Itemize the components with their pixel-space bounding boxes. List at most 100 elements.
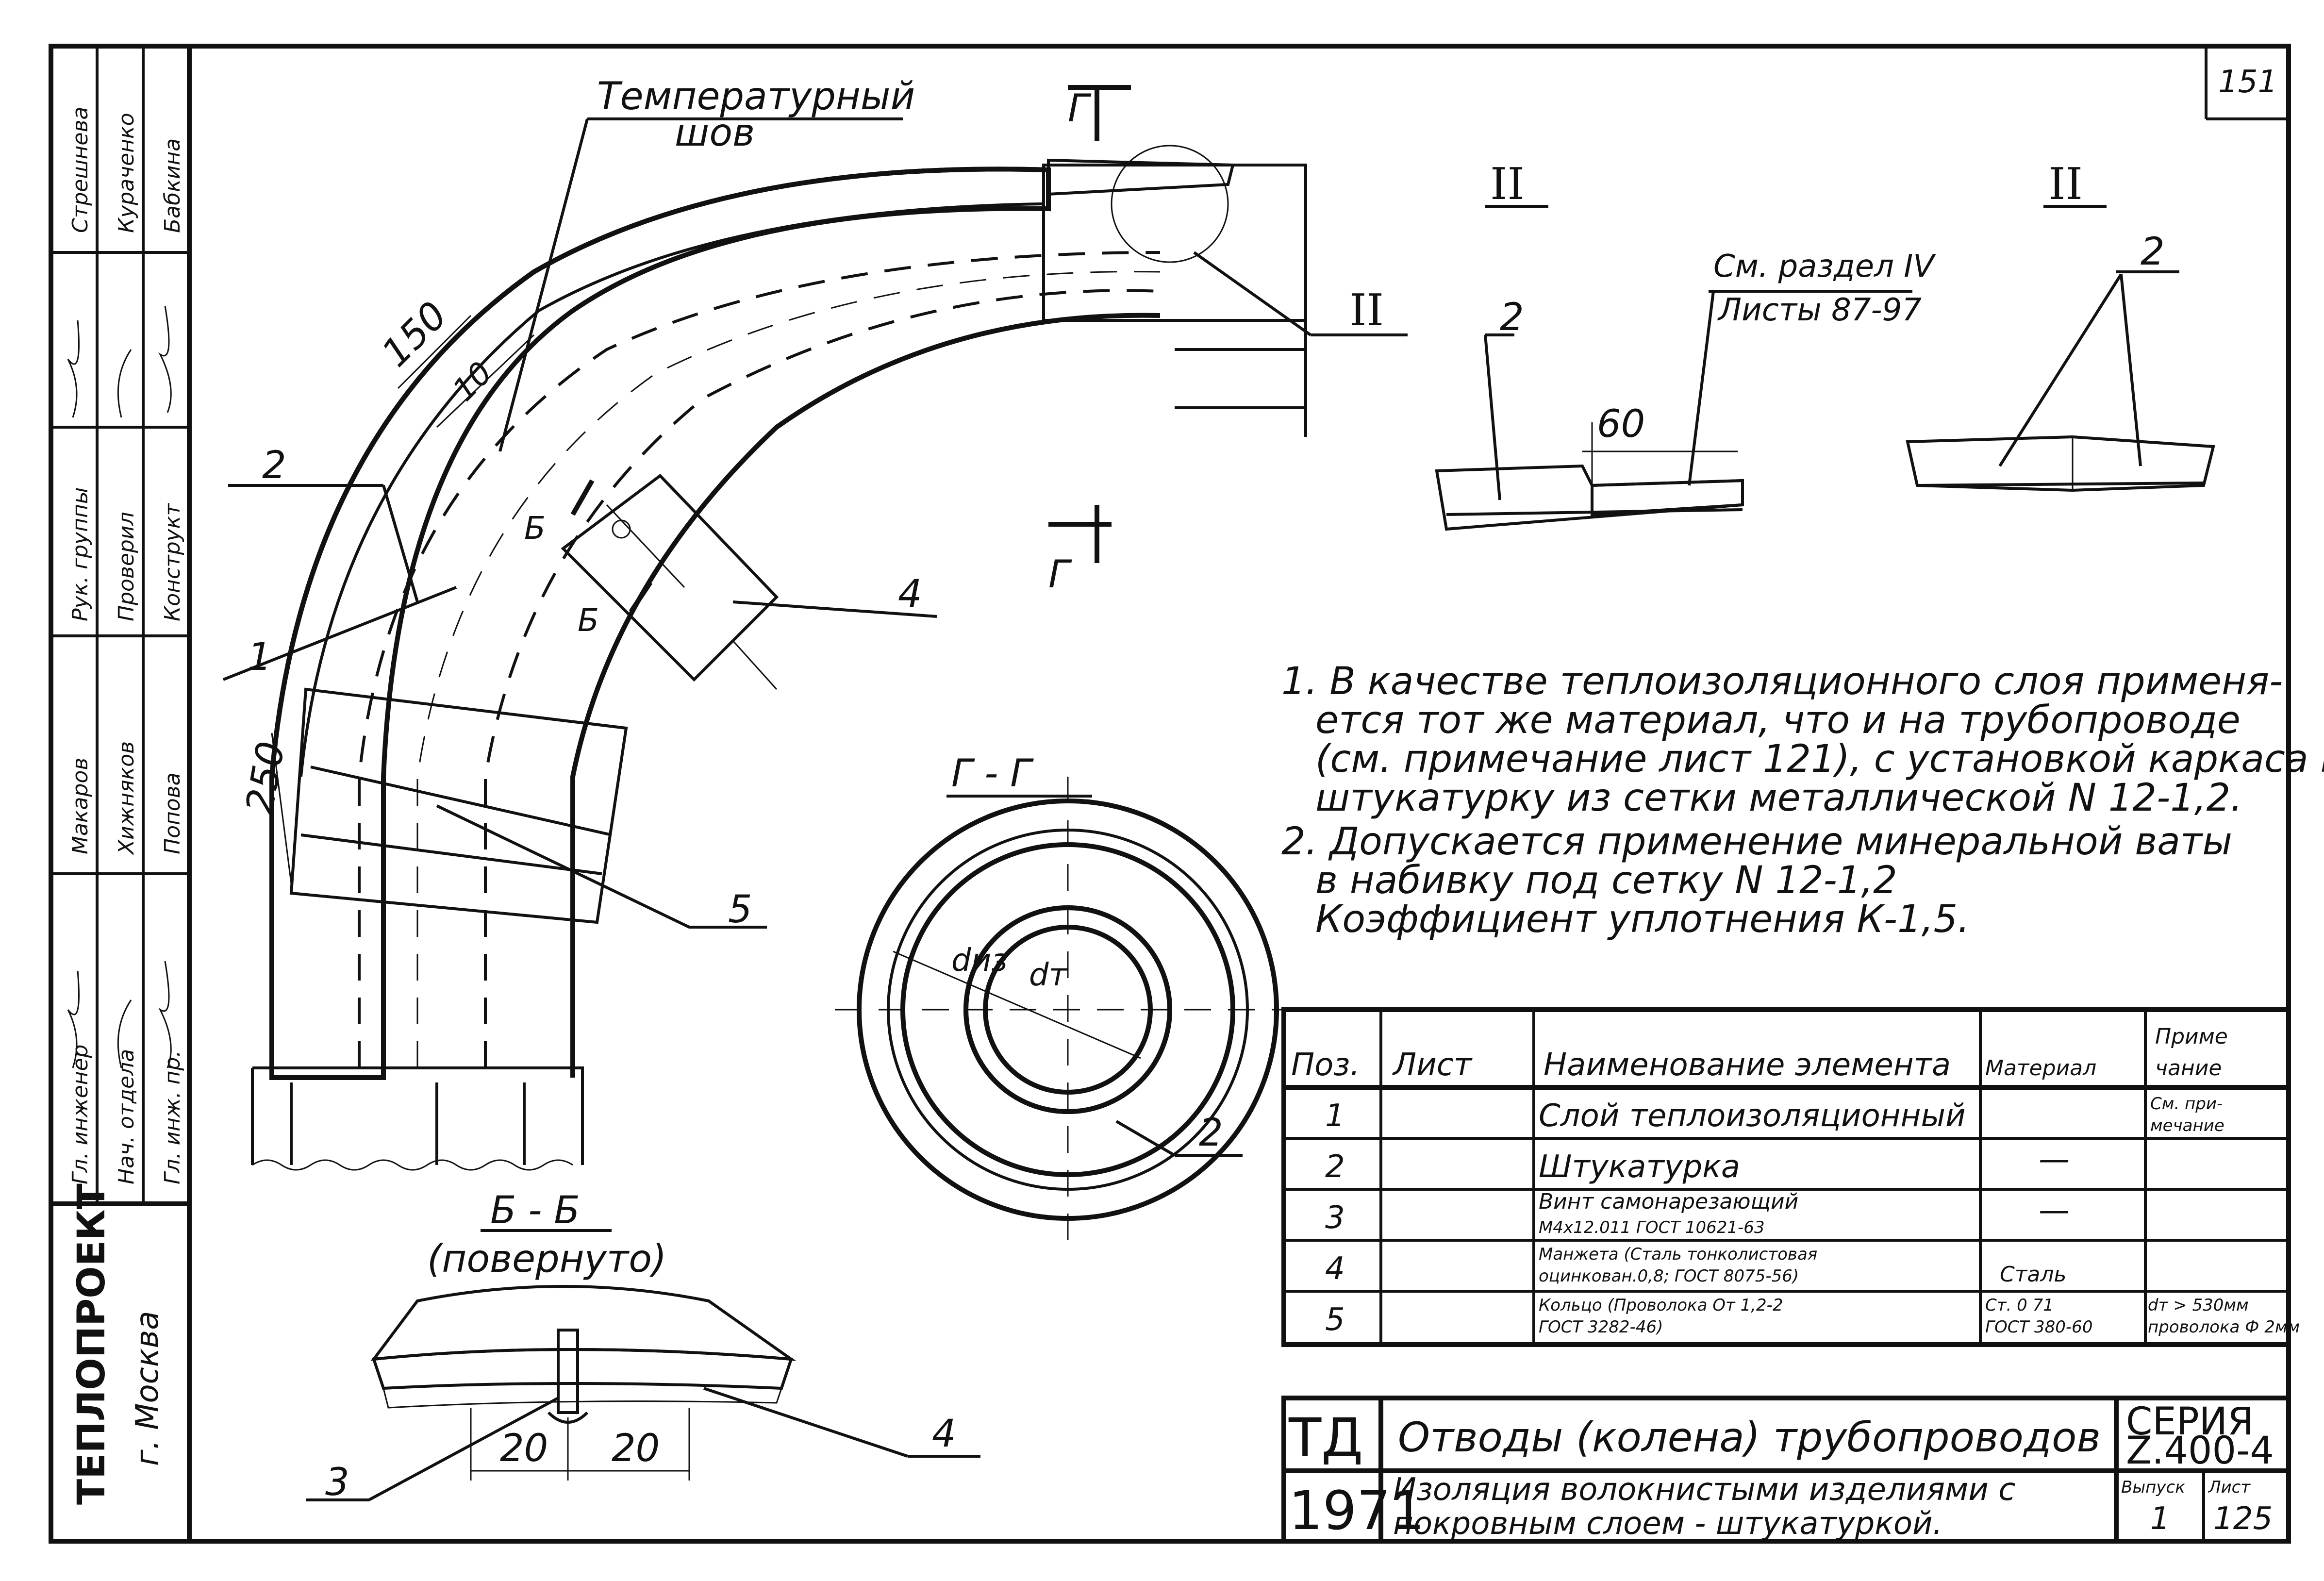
cuff (561, 474, 779, 682)
self-tapping-screw (557, 1329, 579, 1414)
mesh-area (289, 687, 628, 924)
section-bb-dim-right: 20 (612, 1427, 660, 1470)
name-popova: Попова (160, 772, 185, 854)
row4-pos: 4 (1325, 1251, 1345, 1287)
spec-table: Поз. Лист Наименование элемента Материал… (1281, 1007, 2300, 1347)
detail-ii-callout-circle (1111, 145, 1229, 263)
sheet-value: 125 (2213, 1501, 2273, 1537)
td-mark: ТД (1288, 1407, 1363, 1469)
dim-10: 10 (446, 355, 499, 408)
section-bb-title: Б - Б (490, 1189, 580, 1232)
issue-value: 1 (2150, 1501, 2170, 1537)
section-bb-pos-4: 4 (932, 1412, 956, 1456)
elbow-main-view: Б Б Температурный шов 150 10 2 1 250 5 4… (222, 75, 1408, 1171)
row3-pos: 3 (1325, 1200, 1345, 1236)
row3-name2: М4х12.011 ГОСТ 10621-63 (1539, 1218, 1765, 1237)
row5-note: dт > 530мм (2148, 1296, 2249, 1315)
row1-name: Слой теплоизоляционный (1539, 1098, 1966, 1134)
series-value: Z.400-4 (2126, 1429, 2274, 1473)
detail-ii-left: II 2 60 См. раздел IV Листы 87-97 (1435, 159, 1936, 531)
th-pos: Поз. (1291, 1047, 1360, 1083)
section-bb-pos-3: 3 (325, 1461, 349, 1504)
section-b-mark-top: Б (524, 511, 546, 547)
label-pos-2: 2 (262, 444, 286, 487)
th-note-1: Приме (2155, 1024, 2228, 1049)
issue-label: Выпуск (2121, 1478, 2185, 1497)
section-b-b: Б - Б (повернуто) 20 20 3 4 (306, 1189, 980, 1504)
section-g-g: Г - Г dиз dт 2 (835, 752, 1301, 1243)
section-g-mark-top: Г (1068, 87, 1092, 131)
detail-ii-callout: II (1349, 285, 1384, 336)
note-line-2: ется тот же материал, что и на трубопров… (1315, 699, 2241, 742)
ref-sheets: Листы 87-97 (1717, 292, 1922, 328)
d-pipe: dт (1029, 957, 1068, 993)
detail-right-title: II (2048, 159, 2083, 210)
row1-note2: мечание (2150, 1116, 2224, 1135)
signature-scribbles-2 (67, 961, 172, 1068)
sheet-number: 151 (2218, 64, 2277, 100)
name-kurachenko: Кураченко (114, 113, 139, 233)
note-line-4: штукатурку из сетки металлической N 12-1… (1315, 776, 2242, 820)
ref-section: См. раздел IV (1713, 249, 1936, 284)
organization-city: г. Москва (130, 1311, 166, 1466)
title-sub-1: Изоляция волокнистыми изделиями с (1393, 1472, 2015, 1508)
role-dept-head: Нач. отдела (114, 1049, 139, 1184)
section-g-mark-bottom: Г (1048, 553, 1072, 597)
note-line-3: (см. примечание лист 121), с установкой … (1315, 737, 2324, 781)
dim-60: 60 (1597, 402, 1645, 446)
row1-pos: 1 (1325, 1098, 1345, 1134)
role-checked: Проверил (114, 512, 139, 621)
row5-material: Ст. 0 71 (1985, 1296, 2054, 1315)
detail-ii-right: II 2 (1906, 159, 2215, 492)
row1-note: См. при- (2150, 1094, 2223, 1114)
name-makarov: Макаров (68, 758, 93, 854)
role-chief-project-engineer: Гл. инж. пр. (160, 1050, 185, 1184)
title-sub-2: покровным слоем - штукатуркой. (1393, 1506, 1942, 1542)
label-pos-5: 5 (728, 888, 752, 932)
year-mark: 1971 (1289, 1480, 1425, 1542)
row5-note2: проволока Ф 2мм (2148, 1317, 2300, 1337)
note-line-6: в набивку под сетку N 12-1,2 (1315, 859, 1897, 902)
note-line-5: 2. Допускается применение минеральной ва… (1281, 820, 2232, 864)
section-gg-title: Г - Г (951, 752, 1034, 796)
th-name: Наименование элемента (1544, 1047, 1951, 1083)
row4-name: Манжета (Сталь тонколистовая (1539, 1245, 1817, 1264)
outer-frame (49, 44, 2291, 1544)
role-group-head: Рук. группы (68, 487, 93, 621)
d-insulation: dиз (951, 943, 1008, 979)
row2-material: — (2039, 1142, 2070, 1178)
row4-material: Сталь (2000, 1262, 2066, 1287)
role-chief-engineer: Гл. инженер (68, 1045, 93, 1184)
organization-name: ТЕПЛОПРОЕКТ (70, 1183, 114, 1505)
row3-name: Винт самонарезающий (1539, 1189, 1798, 1214)
section-gg-pos-2: 2 (1199, 1111, 1223, 1155)
label-temperature-joint: Температурный (597, 75, 915, 118)
row5-name2: ГОСТ 3282-46) (1539, 1317, 1663, 1337)
role-designer: Конструкт (160, 503, 185, 621)
th-sheet: Лист (1392, 1047, 1473, 1083)
th-note-2: чание (2155, 1056, 2222, 1081)
name-khizhnyakov: Хижняков (114, 741, 139, 855)
row4-name2: оцинкован.0,8; ГОСТ 8075-56) (1539, 1266, 1799, 1286)
title-main: Отводы (колена) трубопроводов (1398, 1414, 2101, 1461)
signature-scribbles-1 (67, 305, 172, 418)
label-pos-1: 1 (248, 635, 272, 679)
note-line-7: Коэффициент уплотнения К-1,5. (1315, 898, 1970, 941)
th-material: Материал (1985, 1056, 2096, 1081)
row5-pos: 5 (1325, 1302, 1345, 1338)
label-pos-4: 4 (898, 572, 922, 616)
series-label: СЕРИЯ (2126, 1400, 2254, 1444)
section-bb-subtitle: (повернуто) (427, 1237, 666, 1281)
row5-name: Кольцо (Проволока От 1,2-2 (1539, 1296, 1783, 1315)
row2-name: Штукатурка (1539, 1149, 1740, 1185)
dim-250: 250 (238, 738, 293, 817)
row3-material: — (2039, 1193, 2070, 1229)
sheet-label: Лист (2208, 1478, 2251, 1497)
title-block: ТД 1971 Отводы (колена) трубопроводов Из… (1281, 1396, 2291, 1544)
name-babkina: Бабкина (160, 138, 185, 233)
section-bb-dim-left: 20 (500, 1427, 548, 1470)
dim-150: 150 (374, 294, 456, 376)
detail-left-pos-2: 2 (1500, 296, 1524, 339)
